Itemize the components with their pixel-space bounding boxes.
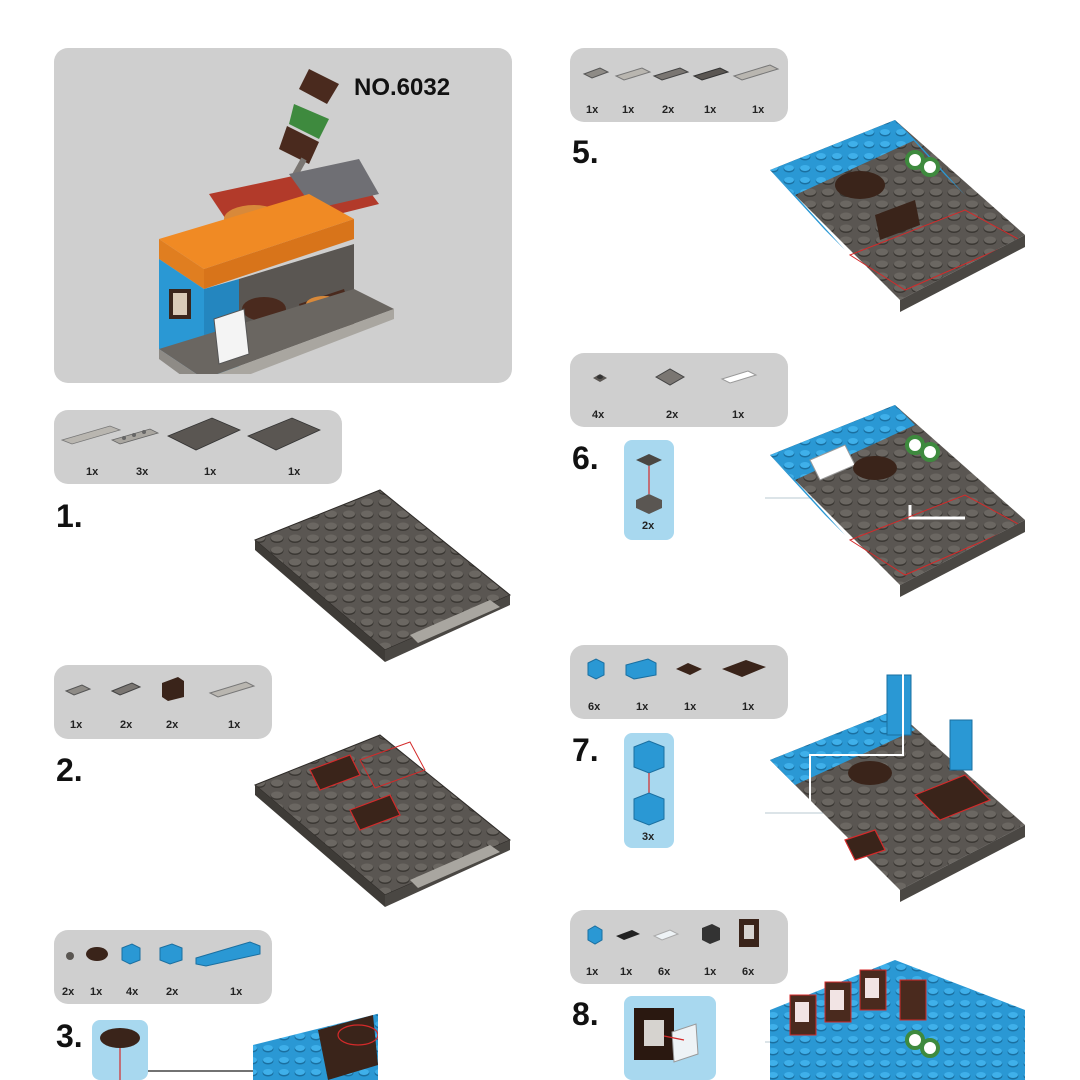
step-1-parts-panel: 1x 3x 1x 1x [54, 410, 342, 484]
dark-gray-plate-1x3-icon [692, 67, 730, 81]
clear-glass-pane-icon [652, 929, 680, 941]
step-2-number: 2. [56, 752, 83, 788]
part-quantity: 6x [742, 966, 755, 978]
step-3-callout [92, 1020, 148, 1080]
step-8-model [765, 960, 1025, 1080]
part-quantity: 1x [586, 104, 599, 116]
light-gray-plate-1x8-icon [60, 425, 122, 445]
blue-brick-1x1-side-stud-icon [159, 943, 183, 965]
step-2-model [254, 734, 511, 907]
gray-tile-1x3-icon [652, 67, 690, 81]
white-tile-1x3-icon [720, 370, 758, 384]
part-quantity: 3x [136, 466, 149, 478]
brown-plate-2x4-icon [722, 660, 766, 677]
step-5-model [770, 120, 1025, 312]
black-plate-1x2-icon [616, 930, 640, 940]
part-quantity: 1x [288, 466, 301, 478]
part-quantity: 2x [166, 986, 179, 998]
part-quantity: 1x [86, 466, 99, 478]
part-quantity: 1x [228, 719, 241, 731]
gray-jumper-plate-icon [582, 67, 610, 79]
brown-plate-2x2-icon [676, 663, 702, 675]
brown-round-plate-icon [100, 1028, 140, 1080]
step-1-model-baseplate [254, 489, 511, 662]
cover-panel: NO.6032 [54, 48, 512, 383]
part-quantity: 4x [592, 409, 605, 421]
window-frame-with-glass-icon [634, 1008, 699, 1063]
light-gray-plate-1x6-icon [110, 428, 160, 445]
part-quantity: 6x [588, 701, 601, 713]
brown-round-plate-2x2-icon [86, 947, 108, 961]
step-1-number: 1. [56, 498, 83, 534]
light-gray-tile-1x3-icon [614, 67, 652, 81]
blue-brick-1x1-icon [121, 943, 141, 965]
gray-tile-1x2-icon [110, 682, 142, 696]
step-6-number: 6. [572, 440, 599, 476]
part-quantity: 1x [732, 409, 745, 421]
dark-gray-plate-6x8-icon [247, 417, 321, 451]
part-quantity: 1x [684, 701, 697, 713]
part-quantity: 1x [586, 966, 599, 978]
part-quantity: 1x [752, 104, 765, 116]
step-6-model [765, 405, 1025, 597]
brown-slope-brick-icon [162, 677, 184, 701]
gray-jumper-plate-icon [64, 684, 92, 696]
part-quantity: 2x [166, 719, 179, 731]
part-quantity: 2x [666, 409, 679, 421]
part-quantity: 1x [230, 986, 243, 998]
dark-gray-round-plate-icon [593, 374, 607, 382]
model-number: NO.6032 [354, 74, 451, 101]
blue-brick-1x6-icon [195, 941, 261, 967]
callout-quantity: 3x [642, 831, 655, 843]
step-5-number: 5. [572, 134, 599, 170]
part-quantity: 1x [620, 966, 633, 978]
step-2-parts-panel: 1x 2x 2x 1x [54, 665, 272, 739]
blue-brick-1x2-icon [625, 658, 657, 680]
part-quantity: 1x [90, 986, 103, 998]
light-gray-plate-1x4-icon [732, 64, 780, 81]
step-8-number: 8. [572, 996, 599, 1032]
step-7-parts-panel: 6x 1x 1x 1x [570, 645, 788, 719]
step-5-parts-panel: 1x 1x 2x 1x 1x [570, 48, 788, 122]
part-quantity: 1x [70, 719, 83, 731]
part-quantity: 6x [658, 966, 671, 978]
step-6-callout: 2x [624, 440, 674, 540]
step-7-model [765, 670, 1025, 902]
light-gray-plate-1x4-icon [208, 681, 256, 698]
step-6-parts-panel: 4x 2x 1x [570, 353, 788, 427]
part-quantity: 2x [62, 986, 75, 998]
blue-brick-1x1-icon [587, 658, 605, 680]
part-quantity: 4x [126, 986, 139, 998]
step-8-callout [624, 996, 716, 1080]
black-window-frame-icon [739, 919, 759, 947]
callout-quantity: 2x [642, 520, 655, 532]
part-quantity: 2x [662, 104, 675, 116]
black-brick-side-stud-icon [702, 924, 720, 944]
stacked-round-plate-icon [636, 454, 662, 514]
part-quantity: 2x [120, 719, 133, 731]
gray-tile-2x2-icon [654, 368, 686, 386]
dark-gray-plate-6x8-icon [167, 417, 241, 451]
gray-round-plate-1x1-icon [66, 952, 74, 960]
part-quantity: 1x [204, 466, 217, 478]
part-quantity: 1x [704, 104, 717, 116]
step-3-model [148, 1013, 378, 1080]
part-quantity: 1x [742, 701, 755, 713]
step-7-callout: 3x [624, 733, 674, 848]
blue-brick-1x1-icon [587, 925, 603, 945]
step-3-number: 3. [56, 1018, 83, 1054]
part-quantity: 1x [622, 104, 635, 116]
finished-shop-model [159, 69, 394, 374]
part-quantity: 1x [704, 966, 717, 978]
stacked-blue-brick-icon [633, 740, 665, 826]
step-3-parts-panel: 2x 1x 4x 2x 1x [54, 930, 272, 1004]
part-quantity: 1x [636, 701, 649, 713]
step-8-parts-panel: 1x 1x 6x 1x 6x [570, 910, 788, 984]
step-7-number: 7. [572, 732, 599, 768]
